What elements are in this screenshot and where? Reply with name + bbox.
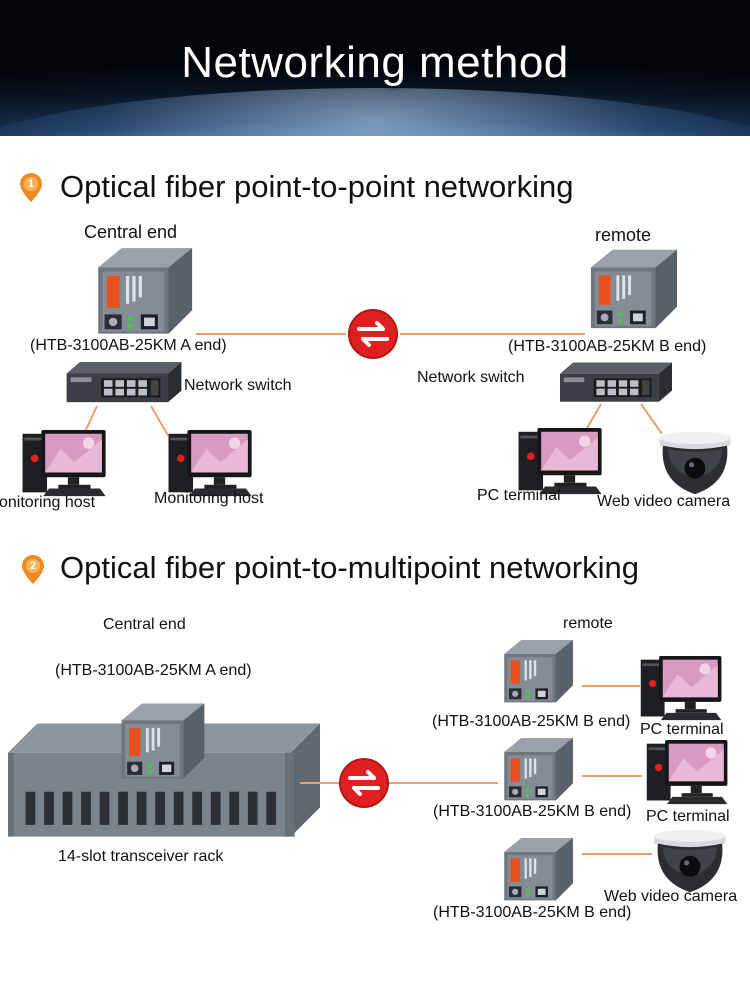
link-line — [582, 685, 640, 687]
sync-arrows-icon — [338, 757, 390, 809]
desktop-computer-left — [22, 430, 108, 498]
section2-title: Optical fiber point-to-multipoint networ… — [60, 550, 639, 585]
central-end-label: Central end — [84, 222, 178, 242]
a-end-label-2: (HTB-3100AB-25KM A end) — [55, 662, 252, 679]
remote-label: remote — [595, 225, 652, 245]
pc-terminal-label-1: PC terminal — [640, 721, 724, 738]
remote-label-2: remote — [563, 615, 613, 632]
monitoring-host-right-label: Monitoring host — [154, 490, 264, 507]
dome-camera-2 — [650, 828, 730, 894]
section1-title: Optical fiber point-to-point networking — [60, 169, 574, 204]
sync-arrows-icon — [347, 308, 399, 360]
fiber-link-line — [388, 782, 498, 784]
section1-number: 1 — [28, 178, 35, 190]
web-camera-label: Web video camera — [597, 493, 731, 510]
media-converter-rack — [114, 692, 208, 792]
a-end-label: (HTB-3100AB-25KM A end) — [30, 337, 227, 354]
link-line — [150, 405, 169, 436]
fiber-link-line — [400, 333, 585, 335]
central-end-label-2: Central end — [103, 616, 186, 633]
fiber-link-line — [300, 782, 340, 784]
banner-title: Networking method — [181, 38, 569, 87]
web-camera-label-2: Web video camera — [604, 888, 738, 905]
desktop-computer-1 — [640, 656, 724, 722]
b-end-label-1: (HTB-3100AB-25KM B end) — [432, 713, 631, 730]
pc-terminal-label: PC terminal — [477, 487, 561, 504]
left-switch-label: Network switch — [184, 377, 292, 394]
b-end-label-3: (HTB-3100AB-25KM B end) — [433, 904, 632, 921]
header-banner: Networking method — [0, 0, 750, 136]
fiber-link-line — [196, 333, 346, 335]
b-end-label: (HTB-3100AB-25KM B end) — [508, 338, 707, 355]
desktop-computer-right — [168, 430, 254, 498]
desktop-computer-pc-terminal — [518, 428, 604, 496]
pc-terminal-label-2: PC terminal — [646, 808, 730, 825]
link-line — [582, 775, 642, 777]
media-converter-b-1 — [498, 632, 576, 712]
monitoring-host-left-label: onitoring host — [0, 494, 96, 511]
network-switch-left — [66, 362, 182, 406]
link-line — [582, 853, 652, 855]
section2-number: 2 — [30, 560, 37, 572]
desktop-computer-2 — [646, 740, 730, 806]
media-converter-a — [88, 244, 198, 340]
earth-horizon-glow — [0, 88, 750, 136]
dome-camera — [656, 430, 734, 496]
b-end-label-2: (HTB-3100AB-25KM B end) — [433, 803, 632, 820]
media-converter-b-2 — [498, 730, 576, 810]
network-switch-right — [560, 362, 672, 406]
right-switch-label: Network switch — [417, 369, 525, 386]
rack-label: 14-slot transceiver rack — [58, 848, 224, 865]
media-converter-b-3 — [498, 832, 576, 908]
media-converter-b — [582, 246, 682, 334]
